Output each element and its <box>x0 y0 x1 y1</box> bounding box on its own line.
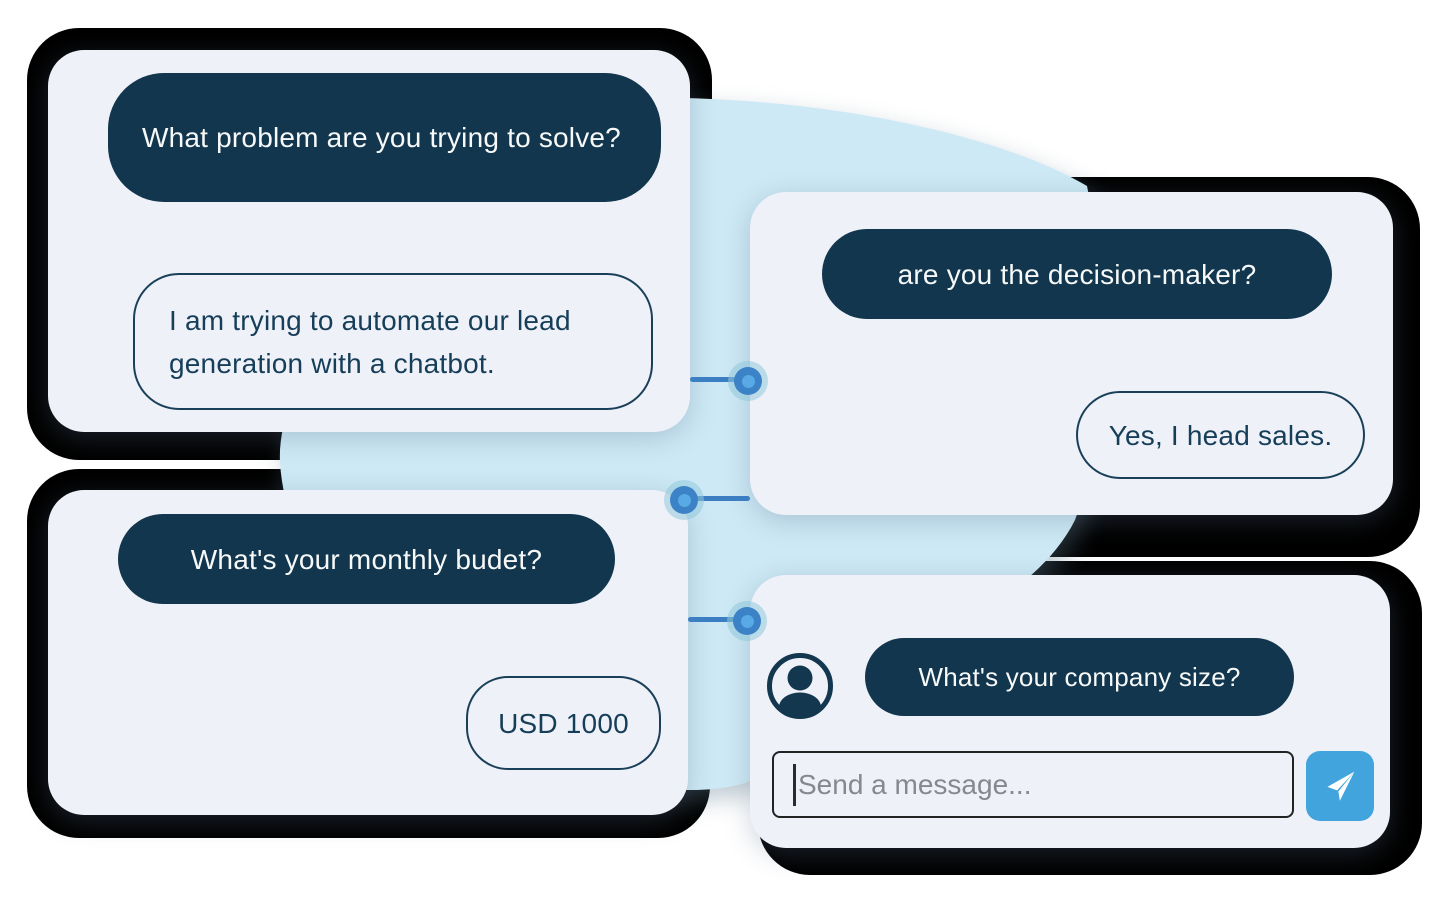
bot-message-bubble: What problem are you trying to solve? <box>108 73 661 202</box>
text-caret <box>793 764 796 806</box>
connector-node-core <box>677 493 691 507</box>
bot-message-bubble: are you the decision-maker? <box>822 229 1332 319</box>
user-reply-text: USD 1000 <box>498 707 629 739</box>
connector-node-ring <box>734 367 762 395</box>
user-reply-bubble: Yes, I head sales. <box>1076 391 1365 479</box>
send-button[interactable] <box>1306 751 1374 821</box>
person-icon <box>765 651 835 721</box>
connector-node-ring <box>733 607 761 635</box>
bot-message-text: What problem are you trying to solve? <box>142 122 621 153</box>
chat-card-problem: What problem are you trying to solve? I … <box>48 50 690 432</box>
bot-message-text: What's your monthly budet? <box>190 543 543 575</box>
chat-card-company-size: What's your company size? <box>750 575 1390 848</box>
message-input[interactable] <box>772 751 1294 818</box>
connector-node-core <box>740 614 754 628</box>
connector-line <box>688 617 747 622</box>
connector-line <box>684 496 750 501</box>
message-input-wrap <box>772 751 1294 818</box>
bot-message-text: What's your company size? <box>918 661 1241 692</box>
chat-card-budget: What's your monthly budet? USD 1000 <box>48 490 688 815</box>
connector-node <box>728 361 768 401</box>
paper-plane-icon <box>1322 768 1358 804</box>
connector-node <box>727 601 767 641</box>
chat-card-decision-maker: are you the decision-maker? Yes, I head … <box>750 192 1393 515</box>
user-reply-text: Yes, I head sales. <box>1108 419 1333 451</box>
user-reply-text: I am trying to automate our lead generat… <box>169 304 571 379</box>
connector-node-core <box>741 374 755 388</box>
connector-node-ring <box>670 486 698 514</box>
user-reply-bubble: USD 1000 <box>466 676 661 770</box>
bot-message-bubble: What's your company size? <box>865 638 1294 716</box>
bot-message-text: are you the decision-maker? <box>897 258 1257 290</box>
connector-node <box>664 480 704 520</box>
bot-message-bubble: What's your monthly budet? <box>118 514 615 604</box>
user-reply-bubble: I am trying to automate our lead generat… <box>133 273 653 410</box>
connector-line <box>690 377 748 382</box>
